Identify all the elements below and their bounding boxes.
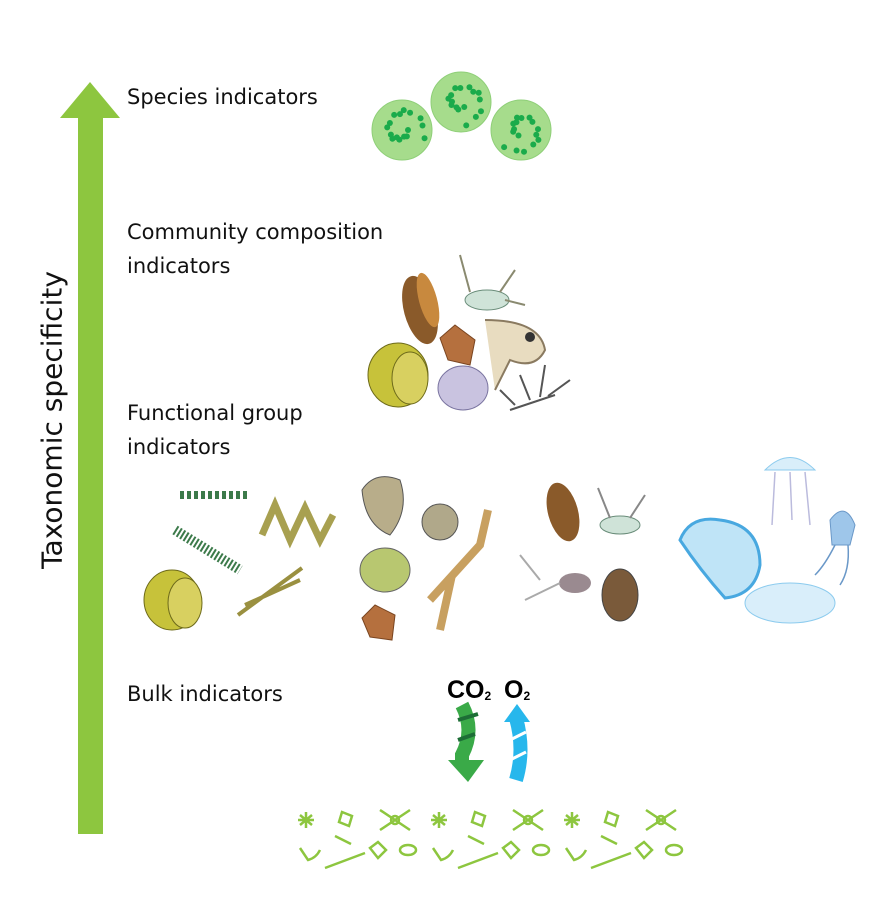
cell-dot bbox=[452, 85, 459, 92]
co2-subscript: 2 bbox=[484, 689, 492, 703]
cell-dot bbox=[466, 84, 473, 91]
plankton-cluster bbox=[431, 808, 551, 870]
o2-up-arrow bbox=[504, 704, 530, 783]
cell-dot bbox=[534, 126, 541, 133]
cell-dot bbox=[391, 111, 398, 118]
cell-dot bbox=[513, 147, 520, 154]
cell-dot bbox=[407, 109, 414, 116]
taxonomic-specificity-arrow bbox=[60, 82, 120, 834]
protist-group-illustration bbox=[359, 476, 492, 641]
cell-dot bbox=[449, 98, 456, 105]
cell-dot bbox=[515, 132, 522, 139]
cell-dot bbox=[476, 96, 483, 103]
o2-subscript: 2 bbox=[523, 689, 531, 703]
cell-dot bbox=[387, 131, 394, 138]
jellyfish-group-illustration bbox=[678, 457, 856, 624]
community-label-line2: indicators bbox=[127, 254, 231, 278]
cell-dot bbox=[461, 104, 468, 111]
cell-dot bbox=[475, 89, 482, 96]
cell-dot bbox=[417, 115, 424, 122]
cell-dot bbox=[401, 133, 408, 140]
plankton-cluster bbox=[564, 808, 684, 870]
cell-dot bbox=[400, 107, 407, 114]
cell-dot bbox=[533, 131, 540, 138]
functional-label-line2: indicators bbox=[127, 435, 231, 459]
cell-dot bbox=[421, 135, 428, 142]
zooplankton-group-illustration bbox=[519, 482, 646, 622]
cell-dot bbox=[457, 85, 464, 92]
species-cell-dots bbox=[384, 84, 542, 155]
cell-dot bbox=[511, 126, 518, 133]
co2-text: CO bbox=[447, 676, 485, 704]
cell-dot bbox=[419, 122, 426, 129]
o2-label: O2 bbox=[504, 676, 530, 705]
cell-dot bbox=[472, 113, 479, 120]
community-indicators-label: Community composition indicators bbox=[127, 215, 383, 283]
functional-label-line1: Functional group bbox=[127, 401, 303, 425]
cell-dot bbox=[529, 118, 536, 125]
axis-label: Taxonomic specificity bbox=[35, 271, 69, 569]
co2-label: CO2 bbox=[447, 676, 491, 705]
functional-indicators-label: Functional group indicators bbox=[127, 396, 303, 464]
cell-dot bbox=[396, 111, 403, 118]
cell-dot bbox=[393, 134, 400, 141]
cell-dot bbox=[453, 104, 460, 111]
community-label-line1: Community composition bbox=[127, 220, 384, 244]
co2-down-arrow bbox=[448, 701, 484, 782]
cell-dot bbox=[386, 119, 393, 126]
o2-text: O bbox=[504, 676, 524, 704]
cell-dot bbox=[514, 114, 521, 121]
bulk-plankton-illustration bbox=[298, 808, 684, 870]
cell-dot bbox=[526, 114, 533, 121]
community-organisms-illustration bbox=[367, 254, 571, 411]
bulk-indicators-label: Bulk indicators bbox=[127, 682, 283, 706]
cell-dot bbox=[535, 136, 542, 143]
cell-dot bbox=[518, 115, 525, 122]
plankton-cluster bbox=[298, 808, 418, 870]
cell-dot bbox=[405, 127, 411, 133]
cell-dot bbox=[448, 92, 455, 99]
cell-dot bbox=[463, 122, 470, 129]
cell-dot bbox=[521, 148, 528, 155]
cell-dot bbox=[477, 108, 484, 115]
cell-dot bbox=[513, 119, 520, 126]
cell-dot bbox=[530, 141, 537, 148]
phytoplankton-group-illustration bbox=[143, 491, 337, 631]
cell-dot bbox=[470, 88, 477, 95]
cell-dot bbox=[384, 124, 391, 131]
cell-dot bbox=[501, 144, 508, 151]
species-indicators-label: Species indicators bbox=[127, 85, 318, 109]
